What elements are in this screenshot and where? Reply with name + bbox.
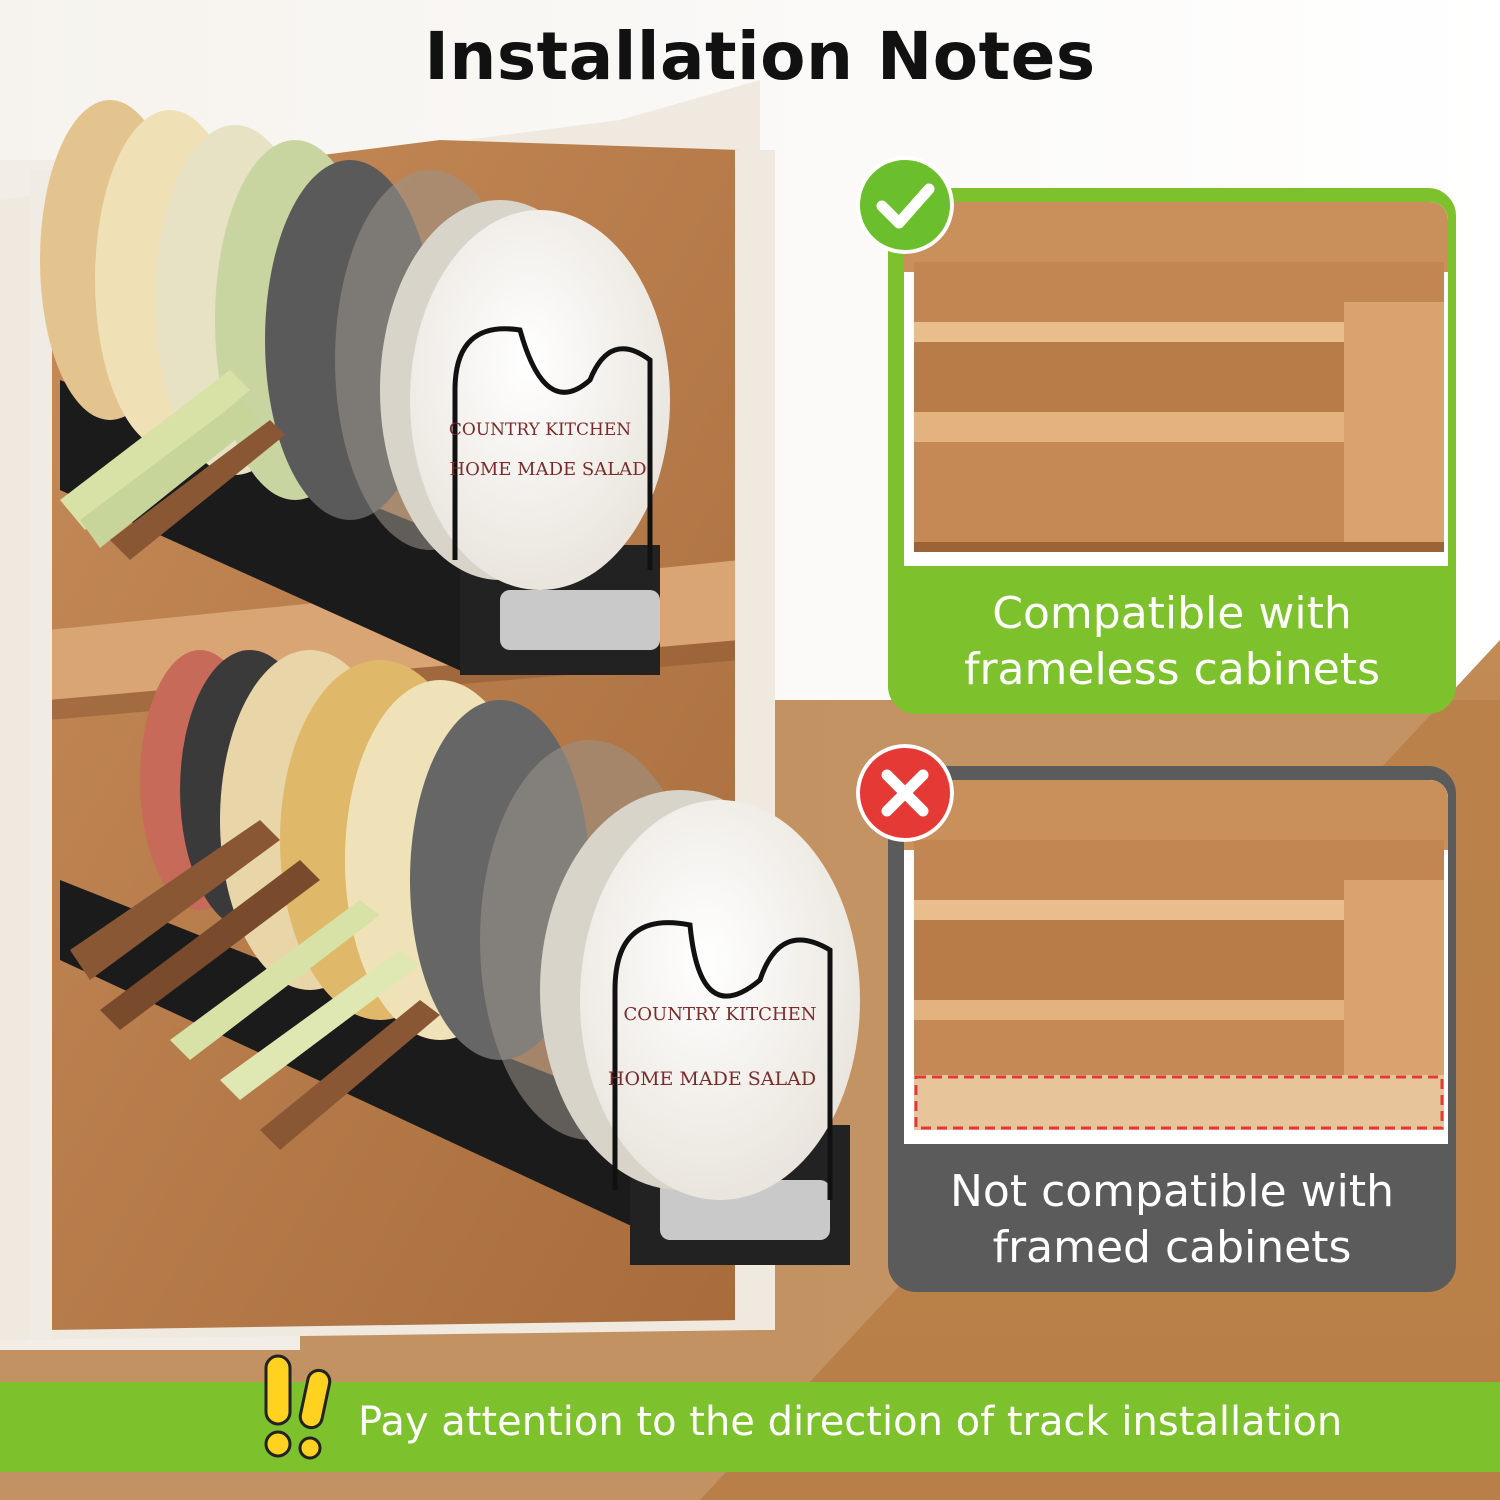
page-title: Installation Notes (424, 18, 1096, 95)
compatible-card: Compatible with frameless cabinets (888, 188, 1456, 714)
exclamation-icon (264, 1354, 332, 1460)
compatible-caption: Compatible with frameless cabinets (892, 586, 1452, 698)
incompatible-caption: Not compatible with framed cabinets (892, 1164, 1452, 1276)
frameless-cabinet-photo (904, 202, 1448, 566)
incompatible-card: Not compatible with framed cabinets (888, 766, 1456, 1292)
incompatible-caption-line1: Not compatible with (950, 1166, 1394, 1217)
check-icon (856, 156, 954, 254)
footer-note: Pay attention to the direction of track … (358, 1399, 1343, 1445)
compatible-caption-line2: frameless cabinets (963, 644, 1381, 695)
incompatible-caption-line2: framed cabinets (992, 1222, 1352, 1273)
footer-bar (0, 1382, 1500, 1472)
plate-brand-upper: COUNTRY KITCHEN (449, 420, 631, 440)
compatible-caption-line1: Compatible with (992, 588, 1352, 639)
framed-cabinet-photo (904, 780, 1448, 1144)
cross-icon (856, 744, 954, 842)
plate-brand-lower: COUNTRY KITCHEN (624, 1004, 817, 1025)
plate-product-lower: HOME MADE SALAD (608, 1068, 816, 1090)
plate-product-upper: HOME MADE SALAD (449, 459, 646, 480)
